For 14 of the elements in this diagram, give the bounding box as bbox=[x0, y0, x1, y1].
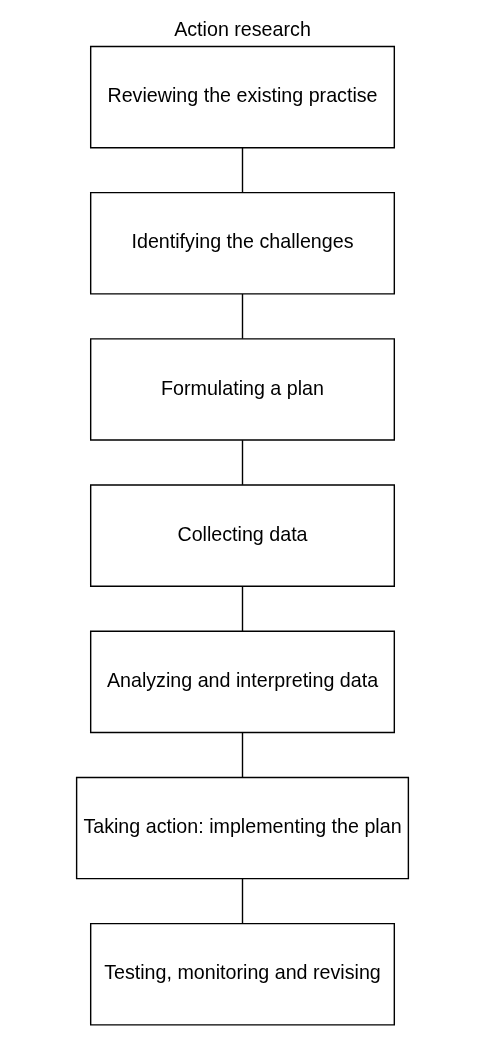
connector bbox=[241, 147, 243, 194]
node-box: Collecting data bbox=[89, 484, 395, 587]
connector bbox=[241, 731, 243, 778]
node-box: Identifying the challenges bbox=[89, 191, 395, 295]
node-box: Reviewing the existing practise bbox=[89, 45, 395, 149]
connector bbox=[241, 585, 243, 632]
node-box: Analyzing and interpreting data bbox=[89, 630, 395, 734]
connector bbox=[241, 293, 243, 340]
diagram-title: Action research bbox=[173, 17, 311, 40]
node-box: Taking action: implementing the plan bbox=[75, 776, 409, 880]
connector bbox=[241, 878, 243, 925]
node-box: Testing, monitoring and revising bbox=[89, 922, 395, 1026]
connector bbox=[241, 439, 243, 486]
node-box: Formulating a plan bbox=[89, 338, 395, 441]
